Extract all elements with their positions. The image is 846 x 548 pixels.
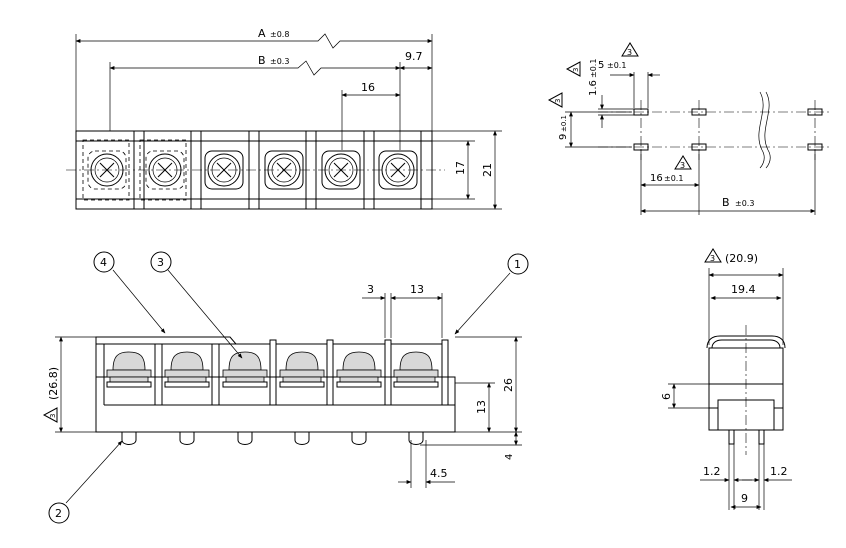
svg-text:3: 3 <box>157 256 164 269</box>
dim-base-height-13: 13 <box>475 400 488 414</box>
terminal-pins <box>121 432 424 445</box>
dim-row-spacing-tol: ±0.1 <box>560 115 568 132</box>
callout-2: 2 <box>48 502 70 524</box>
pin <box>237 432 253 445</box>
pin <box>294 432 310 445</box>
dim-end-9-7: 9.7 <box>405 50 423 63</box>
svg-text:1: 1 <box>514 258 521 271</box>
terminal-screws <box>106 351 439 388</box>
dim-hole-height: 1.6 <box>588 80 599 96</box>
svg-text:3: 3 <box>680 161 685 170</box>
top-view: A ±0.8 B ±0.3 9.7 16 <box>66 27 502 210</box>
terminal-screw-front <box>106 351 152 388</box>
dim-top-width: (20.9) <box>725 252 758 265</box>
svg-text:3: 3 <box>572 68 580 72</box>
dim-a-label: A <box>258 27 266 40</box>
revision-triangle-icon: 3 <box>621 42 639 57</box>
dim-b-tolerance: ±0.3 <box>270 57 289 66</box>
dim-pin-offset: 4.5 <box>430 467 448 480</box>
dim-pcb-b: B <box>722 196 730 209</box>
dim-pcb-pitch: 16 <box>650 173 663 184</box>
pin <box>351 432 367 445</box>
dim-hole-height-tol: ±0.1 <box>589 59 598 78</box>
pin <box>179 432 195 445</box>
dim-b-label: B <box>258 54 266 67</box>
revision-triangle-icon: 3 <box>547 92 563 108</box>
dim-body-height-26: 26 <box>502 378 515 392</box>
dim-step-6: 6 <box>660 393 673 400</box>
dim-gap-3: 3 <box>367 283 374 296</box>
dim-inner-height-17: 17 <box>454 161 467 175</box>
pcb-layout-view: 5 ±0.1 3 1.6 ±0.1 3 9 ±0.1 3 16 <box>547 42 830 215</box>
dim-pin-right: 1.2 <box>770 465 788 478</box>
dim-pin-length-4: 4 <box>504 454 515 460</box>
side-view: 3 (20.9) 19.4 6 1.2 1.2 9 <box>660 248 792 510</box>
dim-hole-width-tol: ±0.1 <box>607 61 626 70</box>
dim-pcb-pitch-tol: ±0.1 <box>664 174 683 183</box>
svg-text:4: 4 <box>100 256 107 269</box>
pin <box>408 432 424 445</box>
dim-a-tolerance: ±0.8 <box>270 30 289 39</box>
terminal-screw-front <box>336 351 382 388</box>
dim-pin-left: 1.2 <box>703 465 721 478</box>
revision-triangle-icon: 3 <box>704 248 722 263</box>
callout-3: 3 <box>150 251 172 273</box>
dim-pin-spacing: 9 <box>741 492 748 505</box>
dim-barrier-pitch-13: 13 <box>410 283 424 296</box>
dim-pcb-b-tol: ±0.3 <box>735 199 754 208</box>
front-view: (26.8) 3 26 13 4 4.5 3 13 <box>42 251 529 524</box>
dim-row-spacing: 9 <box>558 134 569 140</box>
callout-1: 1 <box>507 253 529 275</box>
revision-triangle-icon: 3 <box>674 155 692 170</box>
dim-overall-height: (26.8) <box>47 367 60 400</box>
terminal-screw-front <box>279 351 325 388</box>
revision-triangle-icon: 3 <box>565 61 581 77</box>
svg-text:3: 3 <box>627 48 632 57</box>
svg-text:3: 3 <box>554 99 562 103</box>
terminal-screw-front <box>393 351 439 388</box>
callout-4: 4 <box>93 251 115 273</box>
dim-pitch-16: 16 <box>361 81 375 94</box>
svg-text:3: 3 <box>49 414 57 418</box>
pin <box>121 432 137 445</box>
terminal-screw-front <box>222 351 268 388</box>
svg-text:3: 3 <box>710 254 715 263</box>
revision-triangle-icon: 3 <box>42 407 58 423</box>
terminal-screw-front <box>164 351 210 388</box>
dim-inner-width: 19.4 <box>731 283 756 296</box>
dim-outer-height-21: 21 <box>481 163 494 177</box>
svg-text:2: 2 <box>55 507 62 520</box>
dim-hole-width: 5 <box>598 60 604 71</box>
